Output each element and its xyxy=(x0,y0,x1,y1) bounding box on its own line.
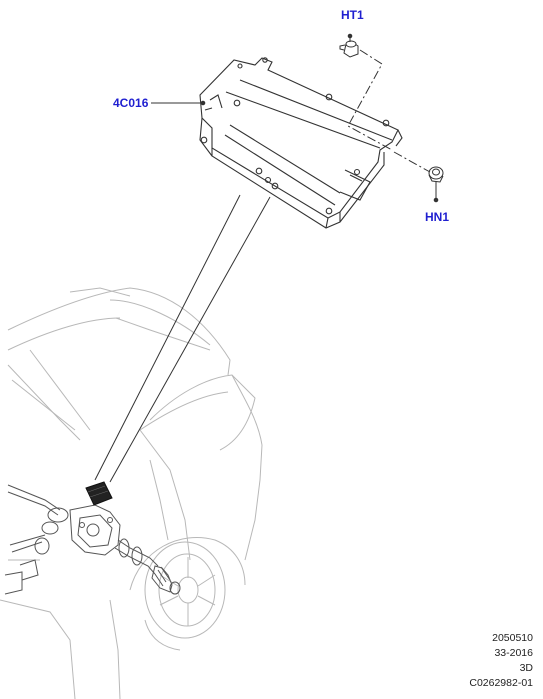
assembly-centerlines xyxy=(347,49,431,173)
reference-line-2: 33-2016 xyxy=(494,647,533,659)
vehicle-illustration xyxy=(0,287,263,699)
drivetrain-illustration xyxy=(4,484,181,595)
callout-leaders xyxy=(151,100,206,106)
reference-line-4: C0262982-01 xyxy=(469,677,533,689)
reference-line-3: 3D xyxy=(519,662,533,674)
callout-hn1[interactable]: HN1 xyxy=(425,210,450,224)
reference-block: 2050510 33-2016 3D C0262982-01 xyxy=(469,631,533,691)
reference-line-1: 2050510 xyxy=(492,632,533,644)
callout-ht1[interactable]: HT1 xyxy=(341,8,364,22)
fastener-ht1-drawing[interactable] xyxy=(339,33,359,58)
control-module-drawing[interactable] xyxy=(199,57,403,229)
location-pointer-lines xyxy=(94,194,271,483)
fastener-hn1-drawing[interactable] xyxy=(428,166,444,203)
module-location-icon xyxy=(85,481,113,506)
callout-module-4c016[interactable]: 4C016 xyxy=(113,96,149,110)
